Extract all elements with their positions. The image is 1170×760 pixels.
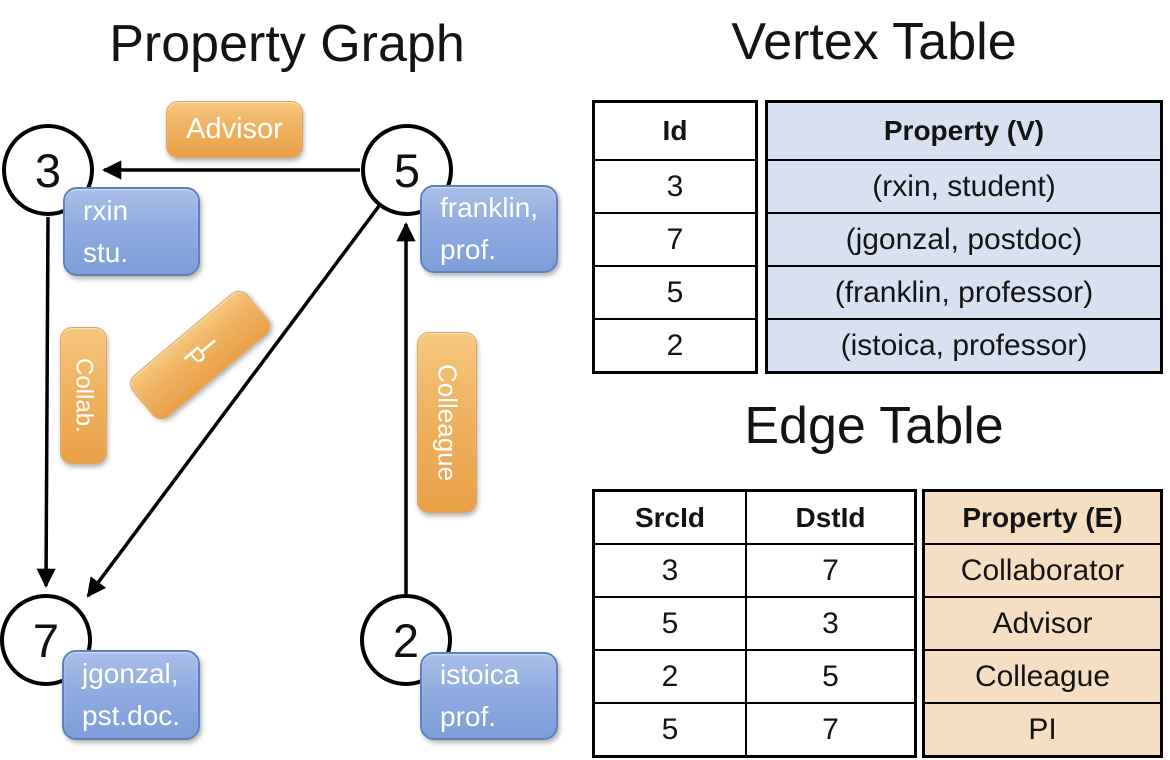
edge-label-advisor: Advisor: [166, 101, 303, 158]
edge-src-cell: 5: [595, 702, 745, 755]
edge-dst-cell: 7: [747, 702, 914, 755]
edge-table-id-columns: SrcId 3 5 2 5 DstId 7 3 5 7: [592, 489, 917, 758]
edge-dst-cell: 3: [747, 596, 914, 649]
vertex-id-cell: 2: [595, 318, 755, 371]
vertex-label-line: prof.: [440, 234, 497, 265]
edge-property-cell: Collaborator: [925, 543, 1160, 596]
edge-dst-cell: 5: [747, 649, 914, 702]
edge-src-cell: 2: [595, 649, 745, 702]
vertex-table-property-column: Property (V) (rxin, student) (jgonzal, p…: [765, 100, 1163, 374]
vertex-id-cell: 7: [595, 212, 755, 265]
vertex-col-header-property: Property (V): [768, 103, 1160, 159]
edge-dst-cell: 7: [747, 543, 914, 596]
node-id: 3: [34, 143, 62, 197]
edge-col-header-dstid: DstId: [795, 501, 866, 533]
vertex-label-line: jgonzal,: [82, 658, 179, 689]
vertex-label-line: istoica: [440, 659, 520, 690]
vertex-label-line: franklin,: [440, 192, 539, 223]
vertex-property-cell: (jgonzal, postdoc): [768, 212, 1160, 265]
vertex-label-rxin: rxin stu.: [63, 187, 200, 276]
edge-table-title: Edge Table: [744, 397, 1004, 455]
node-id: 7: [32, 613, 60, 667]
edge-5-7: [86, 204, 381, 598]
vertex-col-header-id: Id: [662, 115, 688, 146]
edge-label-collab: Collab.: [60, 327, 107, 464]
vertex-label-jgonzal: jgonzal, pst.doc.: [62, 650, 200, 740]
vertex-label-istoica: istoica prof.: [420, 652, 558, 740]
edge-col-header-property: Property (E): [925, 492, 1160, 543]
vertex-table-title: Vertex Table: [731, 13, 1017, 71]
vertex-property-cell: (franklin, professor): [768, 265, 1160, 318]
edge-col-header-srcid: SrcId: [634, 501, 706, 533]
edge-label-colleague: Colleague: [417, 332, 477, 513]
vertex-label-line: rxin: [83, 194, 129, 226]
node-id: 5: [393, 143, 421, 197]
vertex-label-line: stu.: [83, 236, 129, 268]
edge-property-cell: PI: [925, 702, 1160, 755]
edge-table-property-column: Property (E) Collaborator Advisor Collea…: [922, 489, 1163, 758]
vertex-property-cell: (istoica, professor): [768, 318, 1160, 371]
graph-node-5: 5: [361, 124, 453, 216]
edge-3-7: [36, 216, 56, 588]
graph-edges: [36, 160, 416, 598]
vertex-id-cell: 3: [595, 159, 755, 212]
vertex-label-franklin: franklin, prof.: [420, 185, 558, 273]
vertex-id-cell: 5: [595, 265, 755, 318]
edge-property-cell: Colleague: [925, 649, 1160, 702]
graph-title: Property Graph: [109, 15, 465, 73]
graph-node-2: 2: [360, 594, 452, 686]
edge-property-cell: Advisor: [925, 596, 1160, 649]
edge-src-cell: 5: [595, 596, 745, 649]
vertex-table-id-column: Id 3 7 5 2: [592, 100, 758, 374]
vertex-label-line: pst.doc.: [82, 700, 181, 731]
node-id: 2: [392, 613, 420, 667]
vertex-property-cell: (rxin, student): [768, 159, 1160, 212]
vertex-label-line: prof.: [440, 701, 497, 732]
edge-src-cell: 3: [595, 543, 745, 596]
